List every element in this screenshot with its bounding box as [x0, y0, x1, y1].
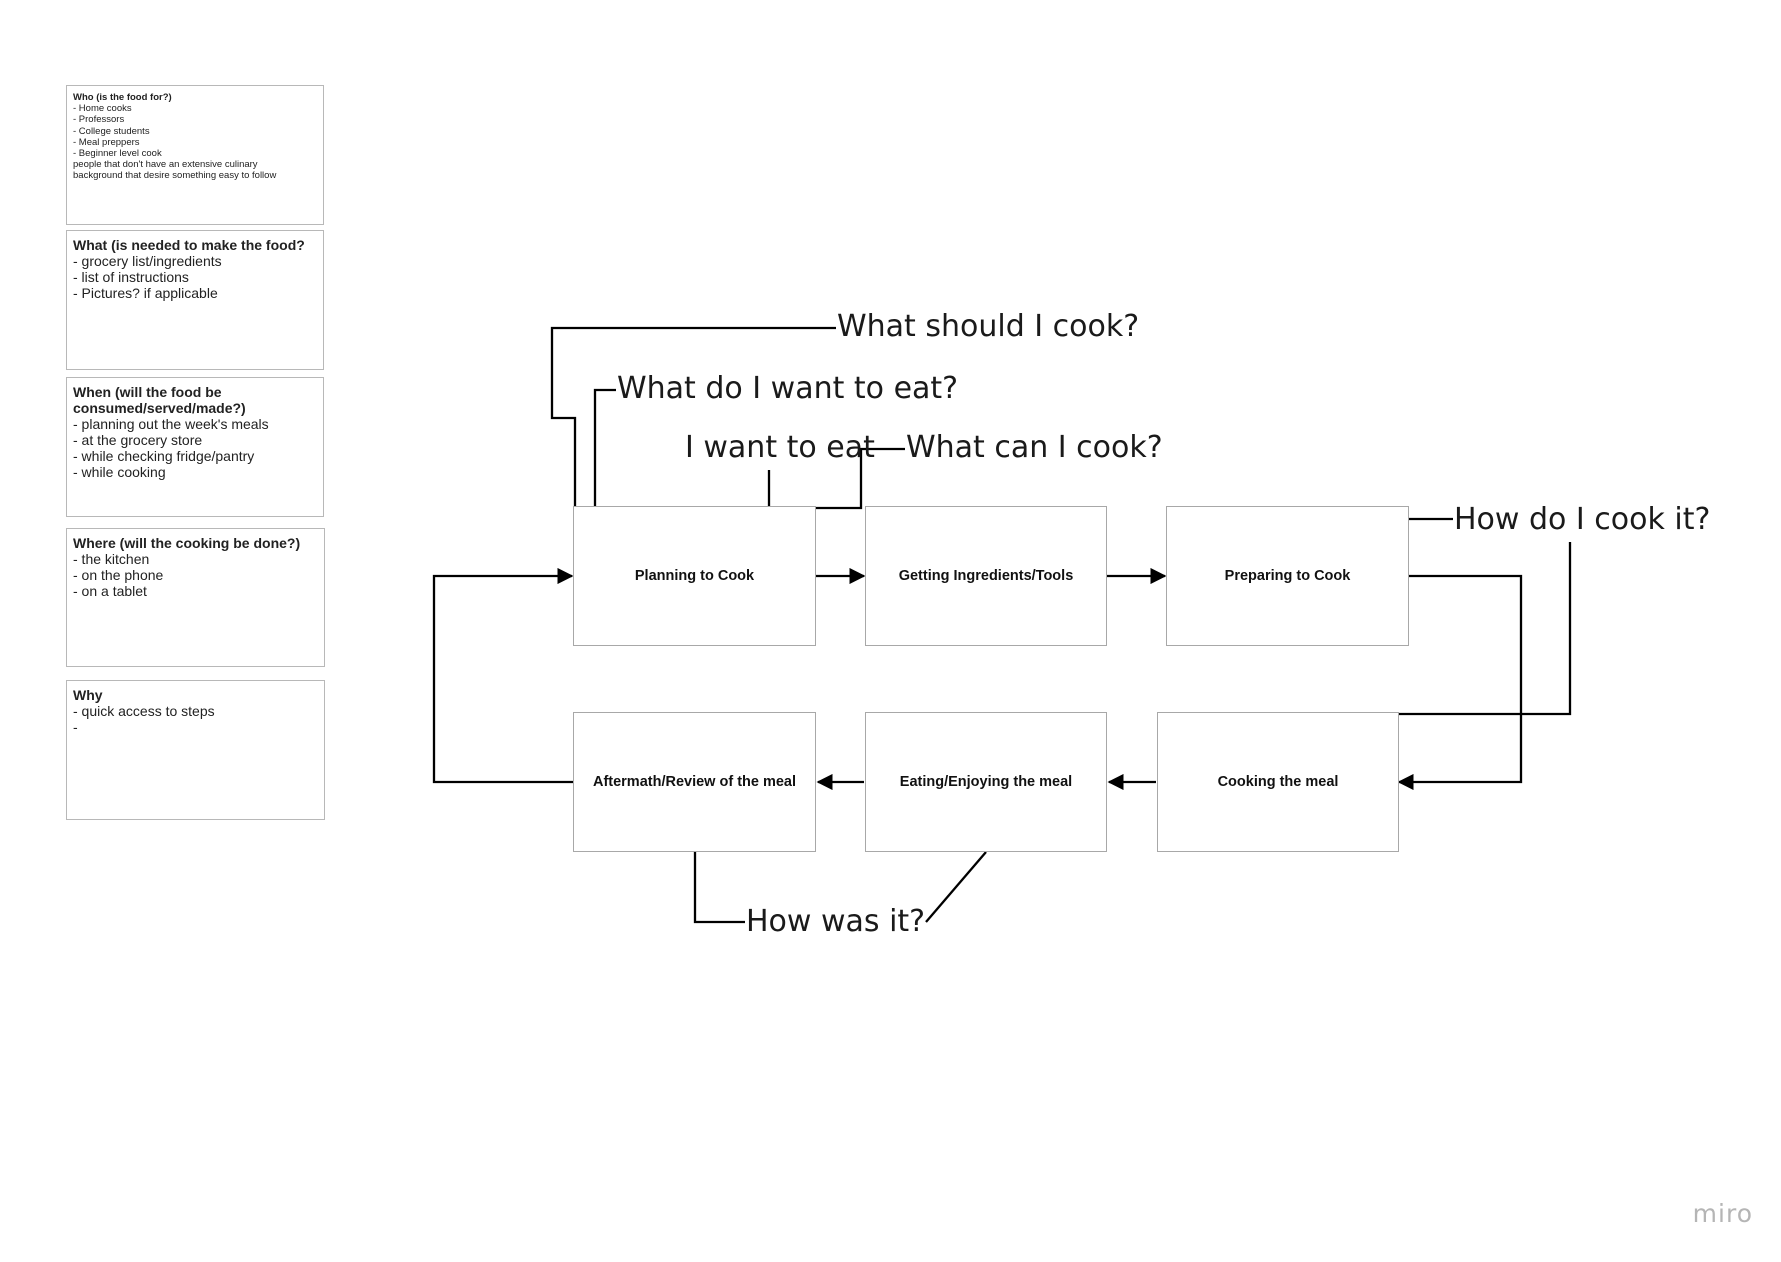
connector-how-was: [693, 852, 745, 924]
flow-box-aftermath[interactable]: Aftermath/Review of the meal: [573, 712, 816, 852]
flow-box-preparing[interactable]: Preparing to Cook: [1166, 506, 1409, 646]
arrow-preparing-to-cooking: [1397, 574, 1523, 791]
note-who-line: - Meal preppers: [73, 136, 140, 148]
note-what-line: - list of instructions: [73, 269, 189, 285]
connector-eating-line: [925, 851, 987, 923]
note-why-title: Why: [73, 687, 103, 703]
note-who-line: - Home cooks: [73, 103, 132, 115]
note-why-line: - quick access to steps: [73, 703, 215, 719]
note-when-line: - while checking fridge/pantry: [73, 448, 255, 464]
note-what-line: - grocery list/ingredients: [73, 253, 222, 269]
note-what-title: What (is needed to make the food?: [73, 237, 305, 253]
connector-what-should: [550, 326, 836, 506]
note-where-line: - on the phone: [73, 567, 164, 583]
question-i-want[interactable]: I want to eat: [685, 430, 875, 465]
note-who-line: people that don't have an extensive culi…: [73, 159, 258, 171]
note-why[interactable]: Why - quick access to steps -: [66, 680, 325, 820]
note-who-line: - Beginner level cook: [73, 148, 162, 160]
note-when-line: - at the grocery store: [73, 432, 203, 448]
note-where-line: - the kitchen: [73, 551, 150, 567]
note-when[interactable]: When (will the food be consumed/served/m…: [66, 377, 324, 517]
connector-how-cook-down: [1399, 542, 1572, 716]
note-where-title: Where (will the cooking be done?): [73, 535, 301, 551]
arrow-aftermath-to-planning: [432, 567, 574, 784]
connector-what-want: [593, 388, 616, 506]
note-who-title: Who (is the food for?): [73, 92, 172, 103]
connector-what-can: [816, 447, 905, 510]
question-what-should[interactable]: What should I cook?: [837, 309, 1140, 344]
note-when-title: When (will the food be consumed/served/m…: [73, 384, 246, 416]
note-what-line: - Pictures? if applicable: [73, 285, 218, 301]
question-how-cook[interactable]: How do I cook it?: [1454, 502, 1711, 537]
note-who-line: - College students: [73, 125, 150, 137]
miro-logo: miro: [1692, 1199, 1753, 1228]
flow-box-planning[interactable]: Planning to Cook: [573, 506, 816, 646]
note-what[interactable]: What (is needed to make the food? - groc…: [66, 230, 324, 370]
note-why-line: -: [73, 719, 78, 735]
note-who[interactable]: Who (is the food for?) - Home cooks - Pr…: [66, 85, 324, 225]
flow-box-eating[interactable]: Eating/Enjoying the meal: [865, 712, 1107, 852]
question-how-was[interactable]: How was it?: [746, 904, 926, 939]
note-when-line: - planning out the week's meals: [73, 416, 269, 432]
note-who-line: - Professors: [73, 114, 125, 126]
flow-box-cooking[interactable]: Cooking the meal: [1157, 712, 1399, 852]
question-what-want[interactable]: What do I want to eat?: [617, 371, 959, 406]
note-when-line: - while cooking: [73, 464, 166, 480]
note-where-line: - on a tablet: [73, 583, 147, 599]
question-what-can[interactable]: What can I cook?: [906, 430, 1163, 465]
flow-box-getting[interactable]: Getting Ingredients/Tools: [865, 506, 1107, 646]
note-where[interactable]: Where (will the cooking be done?) - the …: [66, 528, 325, 667]
note-who-line: background that desire something easy to…: [73, 170, 277, 182]
